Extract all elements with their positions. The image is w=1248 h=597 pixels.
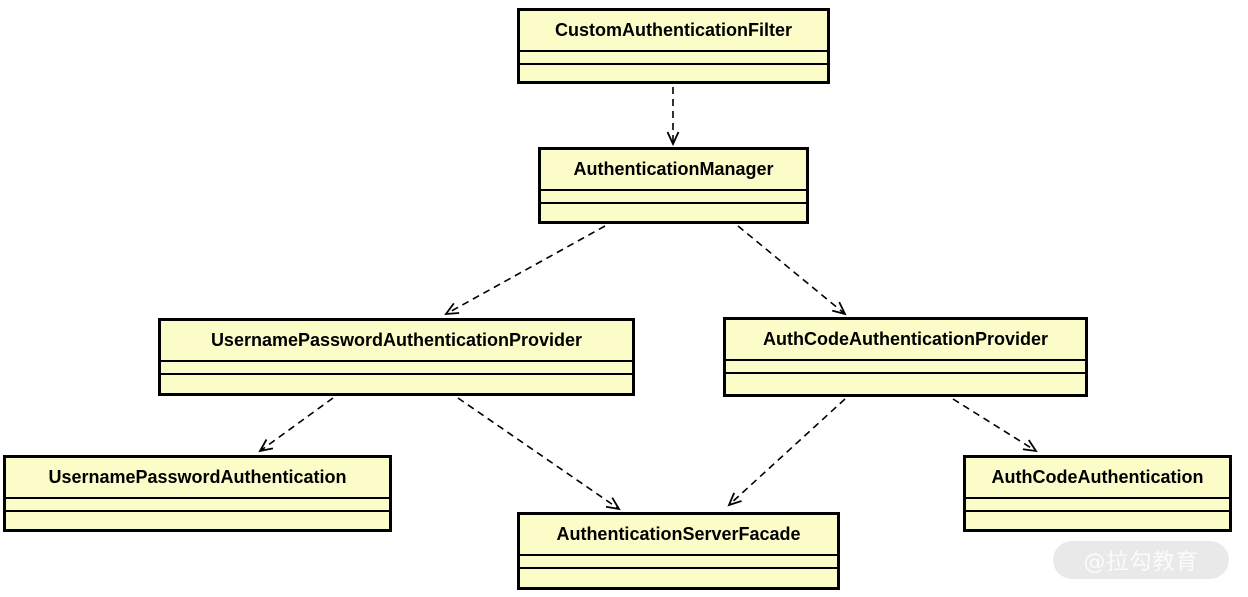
class-methods-compartment	[161, 375, 632, 393]
class-title: AuthenticationServerFacade	[520, 515, 837, 556]
class-username-password-authentication: UsernamePasswordAuthentication	[3, 455, 392, 532]
class-fields-compartment	[520, 52, 827, 65]
class-methods-compartment	[541, 204, 806, 221]
class-fields-compartment	[726, 361, 1085, 374]
class-authentication-server-facade: AuthenticationServerFacade	[517, 512, 840, 590]
class-title: AuthCodeAuthentication	[966, 458, 1229, 499]
class-methods-compartment	[520, 569, 837, 587]
class-title: AuthenticationManager	[541, 150, 806, 191]
class-fields-compartment	[161, 362, 632, 375]
class-fields-compartment	[541, 191, 806, 204]
dependency-arrow-provider-to-authcode-authentication	[952, 398, 1036, 451]
class-title: CustomAuthenticationFilter	[520, 11, 827, 52]
class-authentication-manager: AuthenticationManager	[538, 147, 809, 224]
class-methods-compartment	[520, 65, 827, 81]
dependency-arrow-manager-to-usernamepassword-provider	[446, 225, 606, 314]
class-username-password-authentication-provider: UsernamePasswordAuthenticationProvider	[158, 318, 635, 396]
class-fields-compartment	[520, 556, 837, 569]
dependency-arrow-provider-to-usernamepassword-authentication	[260, 397, 334, 451]
class-title: UsernamePasswordAuthentication	[6, 458, 389, 499]
watermark-badge: @拉勾教育	[1053, 541, 1229, 579]
class-auth-code-authentication-provider: AuthCodeAuthenticationProvider	[723, 317, 1088, 397]
dependency-arrow-usernamepassword-provider-to-facade	[457, 397, 619, 509]
dependency-arrow-authcode-provider-to-facade	[729, 398, 846, 505]
class-fields-compartment	[6, 499, 389, 512]
class-methods-compartment	[6, 512, 389, 529]
class-auth-code-authentication: AuthCodeAuthentication	[963, 455, 1232, 532]
class-title: UsernamePasswordAuthenticationProvider	[161, 321, 632, 362]
class-methods-compartment	[966, 512, 1229, 529]
class-methods-compartment	[726, 374, 1085, 394]
class-title: AuthCodeAuthenticationProvider	[726, 320, 1085, 361]
watermark-text: @拉勾教育	[1083, 550, 1199, 575]
class-fields-compartment	[966, 499, 1229, 512]
dependency-arrow-manager-to-authcode-provider	[737, 225, 845, 314]
class-custom-authentication-filter: CustomAuthenticationFilter	[517, 8, 830, 84]
